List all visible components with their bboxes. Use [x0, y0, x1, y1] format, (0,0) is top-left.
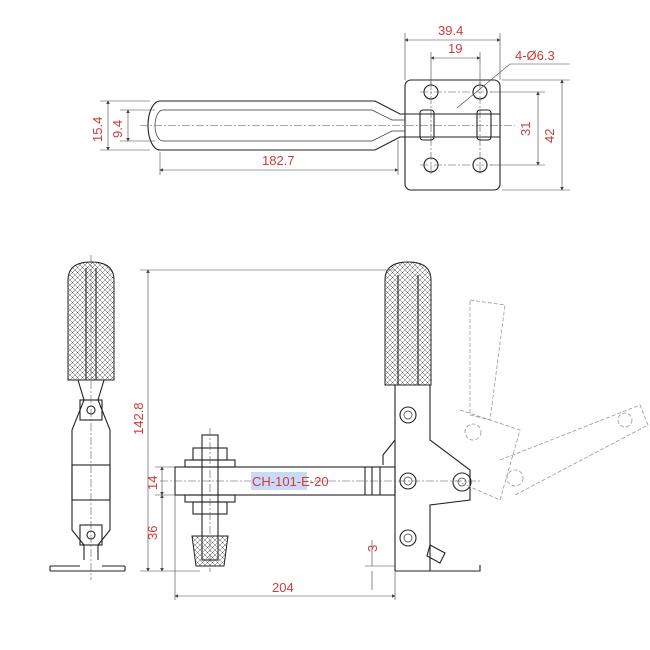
dim-base-thickness: 3: [365, 545, 380, 552]
dimension-line: [365, 540, 395, 590]
dim-base-height: 42: [542, 129, 557, 143]
front-grip: [384, 261, 432, 386]
stop-block: [426, 544, 446, 564]
extension-line: [490, 79, 570, 191]
open-position-pivot: [464, 423, 482, 441]
side-base: [49, 565, 126, 572]
pivot-pin-inner: [403, 410, 413, 420]
dim-handle-length: 182.7: [262, 153, 295, 168]
dim-total-height: 142.8: [131, 402, 146, 435]
pivot-pin-inner: [403, 533, 413, 543]
dim-slot-width: 9.4: [110, 120, 125, 138]
top-view: 39.4 19 4-Ø6.3 31 42 15.4 9.4 182.7: [90, 23, 570, 191]
side-view: [49, 255, 126, 580]
dim-hole-spacing-y: 31: [518, 122, 533, 136]
leader-line: [456, 63, 570, 109]
model-label: CH-101-E-20: [252, 474, 329, 489]
pivot-pin: [399, 529, 417, 547]
arm-bracket: [382, 439, 396, 465]
pivot-pin: [399, 406, 417, 424]
mount-holes: [420, 82, 492, 176]
dim-overall-width: 39.4: [438, 23, 463, 38]
lever-body: [405, 113, 500, 138]
pivot-pin: [452, 472, 472, 492]
dim-hole-spacing-x: 19: [448, 41, 462, 56]
extension-line: [140, 269, 395, 572]
hinge-block: [419, 109, 435, 141]
clamp-body: [394, 385, 471, 571]
spindle: [184, 428, 236, 572]
dim-handle-width: 15.4: [90, 117, 105, 142]
grip-core: [85, 268, 97, 380]
dim-arm-thickness: 14: [145, 476, 160, 490]
extension-line: [155, 466, 175, 496]
base-plate: [404, 79, 501, 191]
open-position-pivot: [506, 469, 524, 487]
model-label-highlight: [251, 472, 307, 490]
dim-reach: 204: [272, 580, 294, 595]
hole-centerlines: [420, 82, 492, 176]
front-view: CH-101-E-20 142.8 14 36 3 204: [131, 261, 649, 600]
grip-core: [397, 275, 419, 385]
handle-outline: [147, 100, 405, 151]
pivot-pin-inner: [457, 477, 467, 487]
open-position-pivot: [617, 412, 633, 428]
dim-holes: 4-Ø6.3: [515, 48, 555, 63]
dim-arm-height: 36: [145, 526, 160, 540]
open-position-outline: [454, 299, 649, 501]
front-base: [395, 565, 481, 572]
hinge-block: [476, 109, 492, 141]
extension-line: [100, 100, 155, 151]
